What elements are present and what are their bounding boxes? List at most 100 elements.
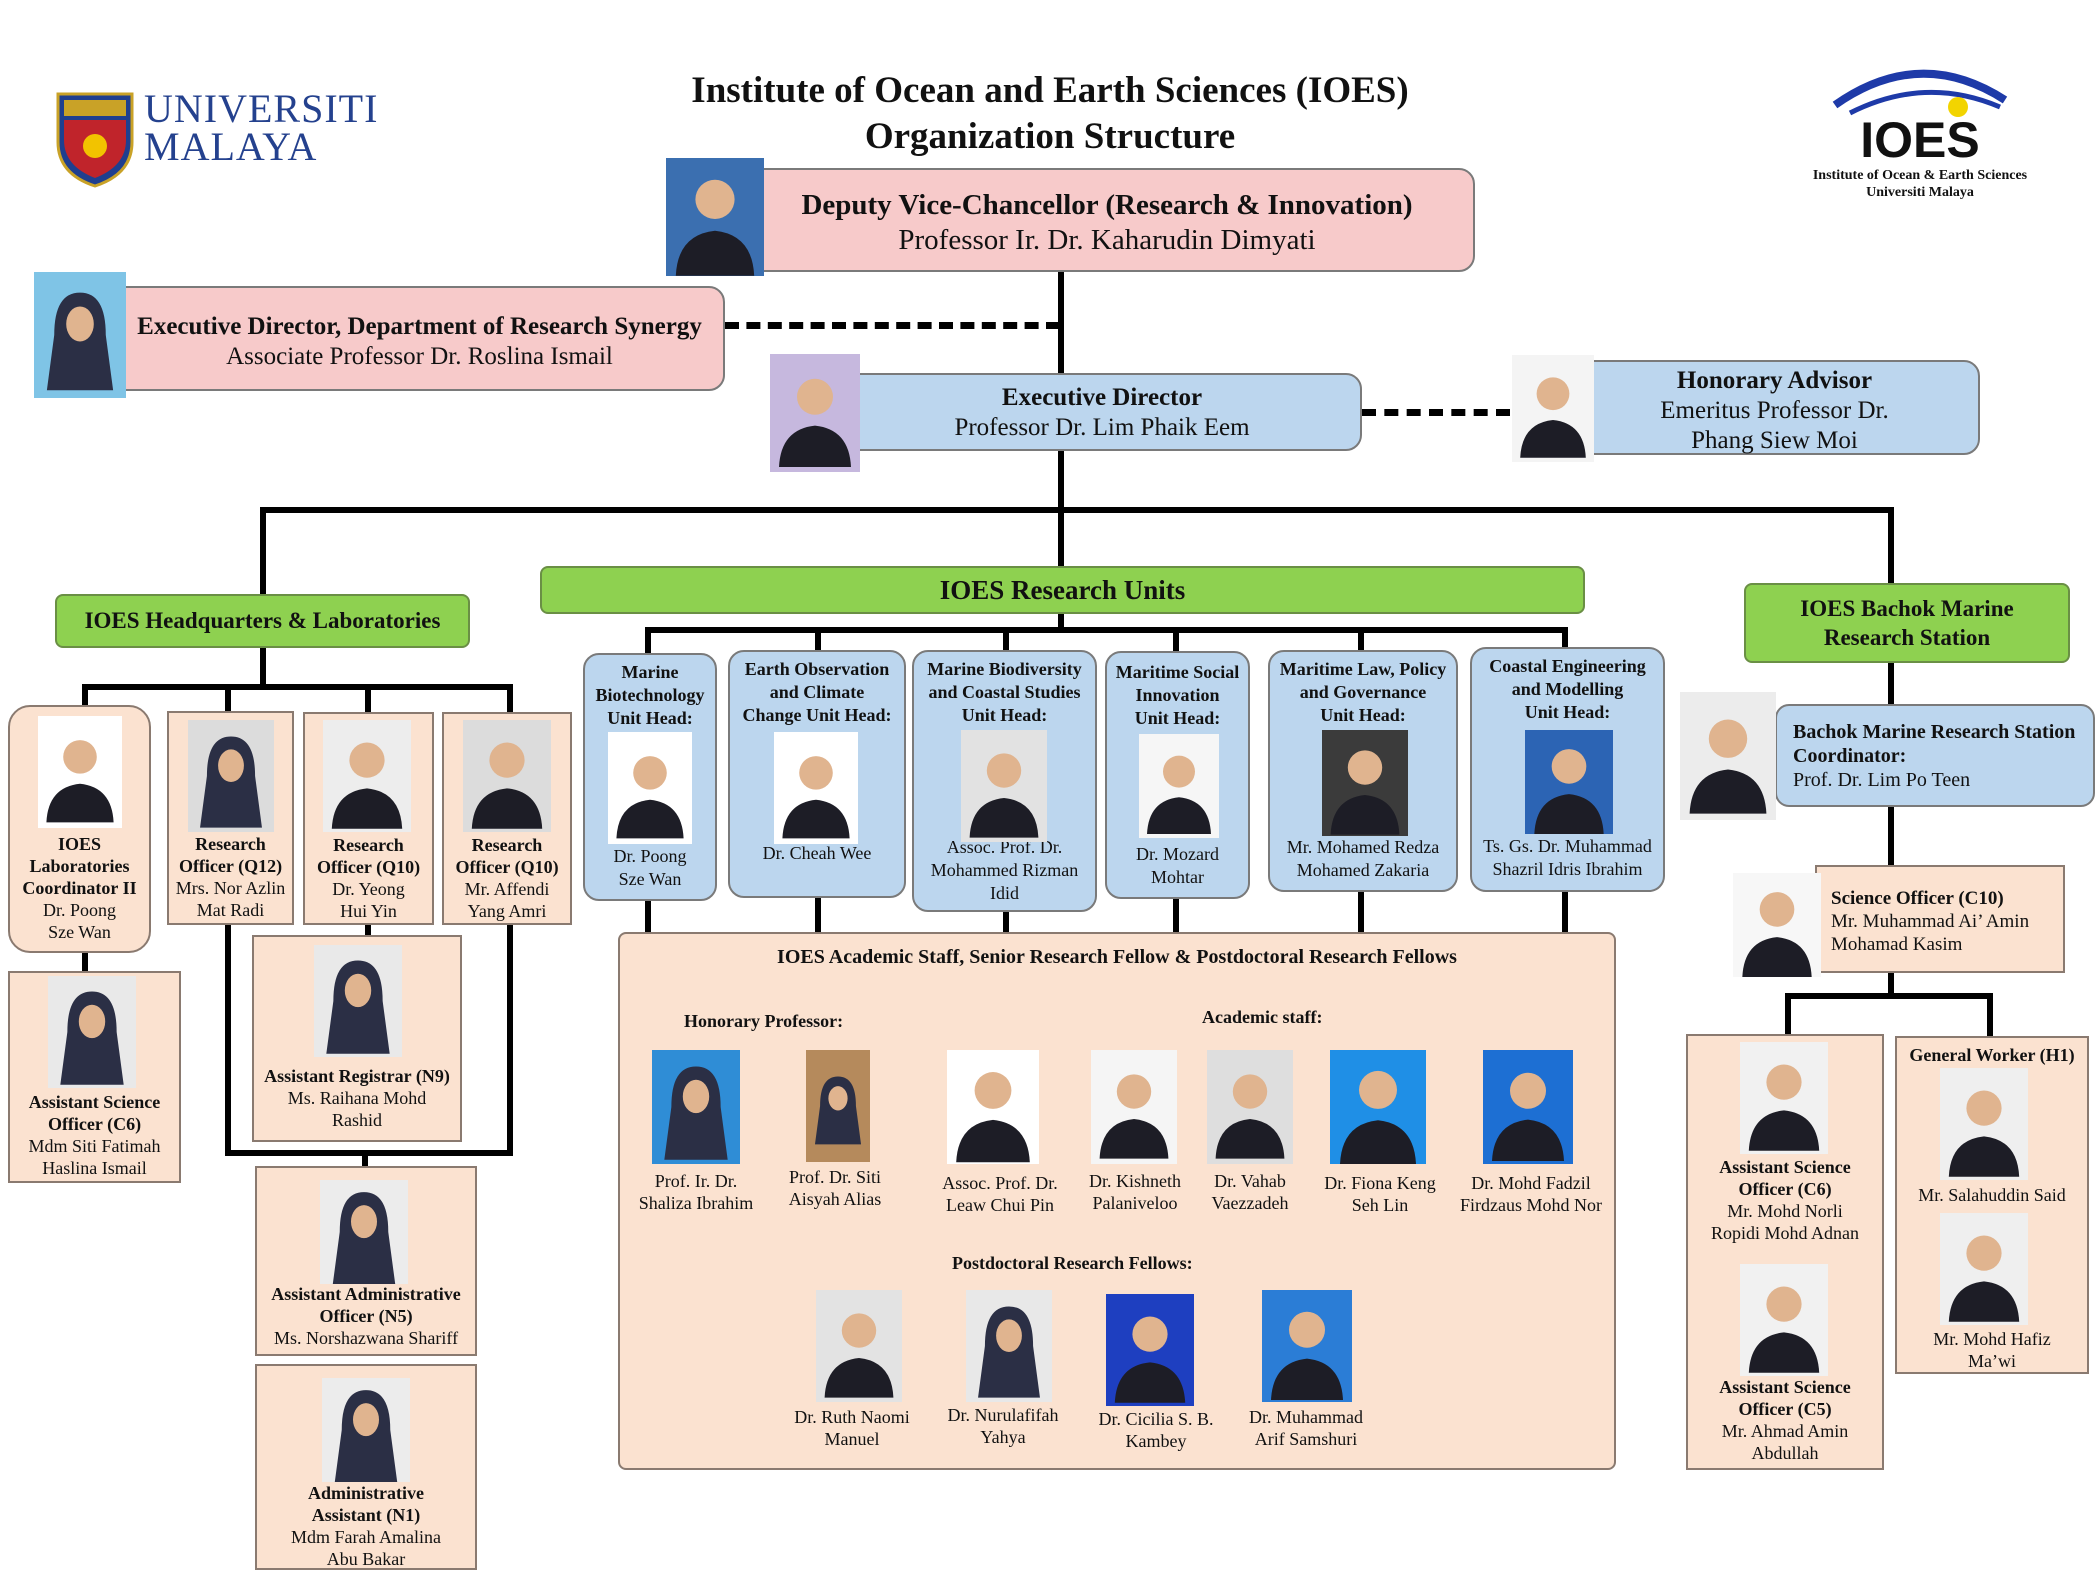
exec-director-photo [770, 354, 860, 472]
ioes-caption-1: Institute of Ocean & Earth Sciences [1812, 168, 2028, 183]
unit-1-head-3: Unit Head: [607, 708, 693, 728]
postdoc-3-photo [1106, 1294, 1194, 1406]
hq-4-line-3: Mr. Affendi [464, 879, 550, 899]
unit-2-name-1: Dr. Cheah Wee [762, 843, 872, 863]
hq-6-photo [314, 945, 402, 1057]
asst1-line-3: Mr. Mohd Norli [1727, 1201, 1843, 1221]
staff-4-line-1: Dr. Fiona Keng [1324, 1173, 1436, 1193]
section-hq: IOES Headquarters & Laboratories [55, 594, 470, 648]
staff-name-3: Dr. Vahab Vaezzadeh [1195, 1170, 1305, 1214]
postdoc-2-line-1: Dr. Nurulafifah [947, 1405, 1059, 1425]
postdoc-4-line-2: Arif Samshuri [1254, 1429, 1358, 1449]
unit-5-head-1: Maritime Law, Policy [1279, 659, 1447, 679]
asst1-line-2: Officer (C6) [1738, 1179, 1832, 1199]
postdoc-name-1: Dr. Ruth Naomi Manuel [782, 1406, 922, 1450]
hq-2-line-3: Mrs. Nor Azlin [175, 878, 286, 898]
connector-unit-2-down [815, 897, 821, 933]
asst1-line-1: Assistant Science [1719, 1157, 1851, 1177]
unit-3-name-3: Idid [990, 883, 1019, 903]
dvc-role: Deputy Vice-Chancellor (Research & Innov… [801, 189, 1413, 221]
unit-3-head-2: and Coastal Studies [928, 682, 1081, 702]
unit-4-name-2: Mohtar [1151, 867, 1204, 887]
postdoc-name-4: Dr. Muhammad Arif Samshuri [1236, 1406, 1376, 1450]
connector-unit-3-down [1003, 911, 1009, 933]
science-officer-photo [1733, 873, 1821, 977]
postdoc-4-photo [1262, 1290, 1352, 1402]
dashed-link-honorary-advisor [1362, 409, 1510, 416]
connector-unit-3 [1003, 627, 1009, 651]
hq-5-line-4: Haslina Ismail [42, 1158, 147, 1178]
title-line-1: Institute of Ocean and Earth Sciences (I… [691, 70, 1409, 111]
section-bachok-line-1: IOES Bachok Marine [1800, 596, 2014, 621]
hq-3-line-4: Hui Yin [340, 901, 397, 921]
staff-3-line-2: Vaezzadeh [1211, 1193, 1289, 1213]
connector-hq-horizontal [82, 684, 512, 690]
connector-hq-4 [507, 684, 513, 712]
connector-research-down [1058, 612, 1064, 630]
connector-unit-1-down [645, 900, 651, 933]
staff-5-line-2: Firdzaus Mohd Nor [1460, 1195, 1602, 1215]
connector-unit-6 [1562, 627, 1568, 649]
hq-2-line-4: Mat Radi [196, 900, 265, 920]
bachok-coordinator-line-3: Prof. Dr. Lim Po Teen [1793, 769, 1971, 791]
unit-1-photo [608, 732, 692, 844]
unit-4-head-3: Unit Head: [1134, 708, 1221, 728]
hq-6-line-1: Assistant Registrar (N9) [264, 1066, 450, 1086]
general-worker-1: Mr. Salahuddin Said [1918, 1185, 2066, 1205]
staff-1-line-1: Assoc. Prof. Dr. [942, 1173, 1058, 1193]
staff-1-line-2: Leaw Chui Pin [946, 1195, 1054, 1215]
page-title: Institute of Ocean and Earth Sciences (I… [560, 68, 1540, 160]
um-line-2: MALAYA [144, 124, 318, 169]
staff-2-line-1: Dr. Kishneth [1089, 1171, 1181, 1191]
asst1-photo [1740, 1042, 1828, 1154]
connector-coordinator-down [1888, 806, 1894, 866]
exec-research-name: Associate Professor Dr. Roslina Ismail [226, 343, 613, 370]
asst2-line-2: Officer (C5) [1738, 1399, 1832, 1419]
hq-8-line-3: Mdm Farah Amalina [291, 1527, 441, 1547]
connector-unit-2 [815, 627, 821, 651]
unit-6-head-3: Unit Head: [1524, 702, 1611, 722]
postdoc-2-line-2: Yahya [980, 1427, 1026, 1447]
staff-3-photo [1207, 1050, 1293, 1164]
staff-1-photo [947, 1050, 1039, 1164]
staff-4-line-2: Seh Lin [1351, 1195, 1409, 1215]
connector-admin-to-n5 [362, 1150, 368, 1168]
hq-labs-coordinator: IOES Laboratories Coordinator II Dr. Poo… [8, 705, 151, 953]
honorary-1-line-1: Prof. Ir. Dr. [654, 1171, 738, 1191]
hq-2-line-2: Officer (Q12) [178, 856, 283, 876]
exec-research-photo [34, 272, 126, 398]
hq-6-line-3: Rashid [331, 1110, 382, 1130]
unit-5-head-3: Unit Head: [1320, 705, 1406, 725]
hq-1-photo [38, 716, 122, 828]
hq-3-line-2: Officer (Q10) [316, 857, 421, 877]
staff-2-line-2: Palaniveloo [1092, 1193, 1178, 1213]
dvc-photo [666, 158, 764, 276]
unit-1-head-1: Marine [621, 662, 679, 682]
honorary-1-photo [652, 1050, 740, 1164]
bachok-coordinator-line-2: Coordinator: [1793, 745, 1907, 767]
asst2-line-1: Assistant Science [1719, 1377, 1851, 1397]
unit-6-head-1: Coastal Engineering [1489, 656, 1646, 676]
staff-name-5: Dr. Mohd Fadzil Firdzaus Mohd Nor [1448, 1172, 1614, 1216]
section-bachok-line-2: Research Station [1823, 625, 1991, 650]
hq-3-line-1: Research [333, 835, 404, 855]
unit-3-head-1: Marine Biodiversity [927, 659, 1082, 679]
postdoc-name-3: Dr. Cicilia S. B. Kambey [1088, 1408, 1224, 1452]
exec-research-synergy-box: Executive Director, Department of Resear… [110, 286, 725, 391]
ioes-logo: IOES Institute of Ocean & Earth Sciences… [1780, 55, 2060, 205]
unit-4-head-2: Innovation [1135, 685, 1220, 705]
asst2-photo [1740, 1264, 1828, 1376]
postdoc-3-line-1: Dr. Cicilia S. B. [1098, 1409, 1214, 1429]
connector-to-bachok [1888, 507, 1894, 584]
honorary-1-line-2: Shaliza Ibrahim [638, 1193, 754, 1213]
unit-6-photo [1525, 730, 1613, 834]
honorary-2-line-1: Prof. Dr. Siti [788, 1167, 881, 1187]
connector-dvc-to-director [1058, 270, 1064, 374]
connector-so-down [1888, 972, 1894, 998]
executive-director-box: Executive Director Professor Dr. Lim Pha… [830, 373, 1362, 451]
connector-unit-6-down [1562, 891, 1568, 933]
honorary-professor-label: Honorary Professor: [684, 1011, 844, 1031]
connector-bachok-horizontal [1785, 993, 1993, 999]
hq-5-line-2: Officer (C6) [47, 1114, 142, 1134]
bachok-coordinator-box: Bachok Marine Research Station Coordinat… [1775, 704, 2095, 807]
